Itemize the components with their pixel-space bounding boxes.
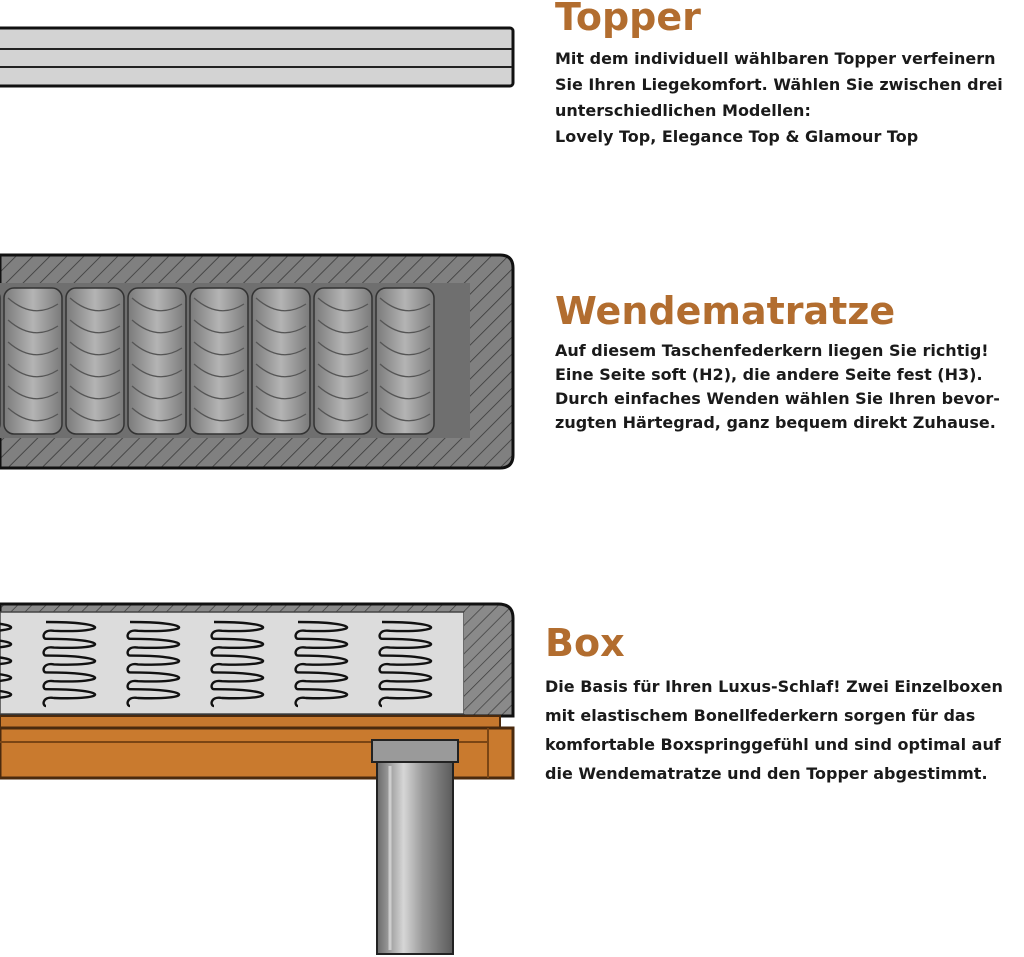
wendematratze-title: Wendematratze xyxy=(555,289,896,333)
wendematratze-description-line: Eine Seite soft (H2), die andere Seite f… xyxy=(555,365,983,384)
mattress-illustration xyxy=(0,253,515,470)
topper-description-line: Lovely Top, Elegance Top & Glamour Top xyxy=(555,127,919,146)
box-illustration xyxy=(0,602,515,955)
pocket-spring xyxy=(3,287,63,435)
wendematratze-description-line: Auf diesem Taschenfederkern liegen Sie r… xyxy=(555,341,989,360)
box-description-line: die Wendematratze und den Topper abgesti… xyxy=(545,764,988,783)
pocket-spring xyxy=(313,287,373,435)
bonell-spring xyxy=(126,620,181,708)
box-description-line: Die Basis für Ihren Luxus-Schlaf! Zwei E… xyxy=(545,677,1003,696)
wendematratze-description-line: Durch einfaches Wenden wählen Sie Ihren … xyxy=(555,389,1000,408)
bonell-springs xyxy=(0,620,433,708)
box-title: Box xyxy=(545,621,625,665)
pocket-spring xyxy=(127,287,187,435)
box-description-line: mit elastischem Bonellfederkern sorgen f… xyxy=(545,706,976,725)
topper-title: Topper xyxy=(555,0,701,39)
bonell-spring xyxy=(42,620,97,708)
bonell-spring xyxy=(378,620,433,708)
wendematratze-description-line: zugten Härtegrad, ganz bequem direkt Zuh… xyxy=(555,413,996,432)
pocket-spring xyxy=(65,287,125,435)
wendematratze-description: Auf diesem Taschenfederkern liegen Sie r… xyxy=(555,339,1000,435)
pocket-spring xyxy=(375,287,435,435)
box-description: Die Basis für Ihren Luxus-Schlaf! Zwei E… xyxy=(545,672,1003,788)
topper-description-line: Sie Ihren Liegekomfort. Wählen Sie zwisc… xyxy=(555,75,1003,94)
pocket-spring xyxy=(251,287,311,435)
topper-illustration xyxy=(0,26,515,88)
pocket-springs xyxy=(0,287,435,435)
topper-description-line: Mit dem individuell wählbaren Topper ver… xyxy=(555,49,996,68)
bonell-spring xyxy=(294,620,349,708)
box-description-line: komfortable Boxspringgefühl und sind opt… xyxy=(545,735,1001,754)
pocket-spring xyxy=(189,287,249,435)
topper-description-line: unterschiedlichen Modellen: xyxy=(555,101,811,120)
topper-description: Mit dem individuell wählbaren Topper ver… xyxy=(555,46,1003,150)
bonell-spring xyxy=(210,620,265,708)
